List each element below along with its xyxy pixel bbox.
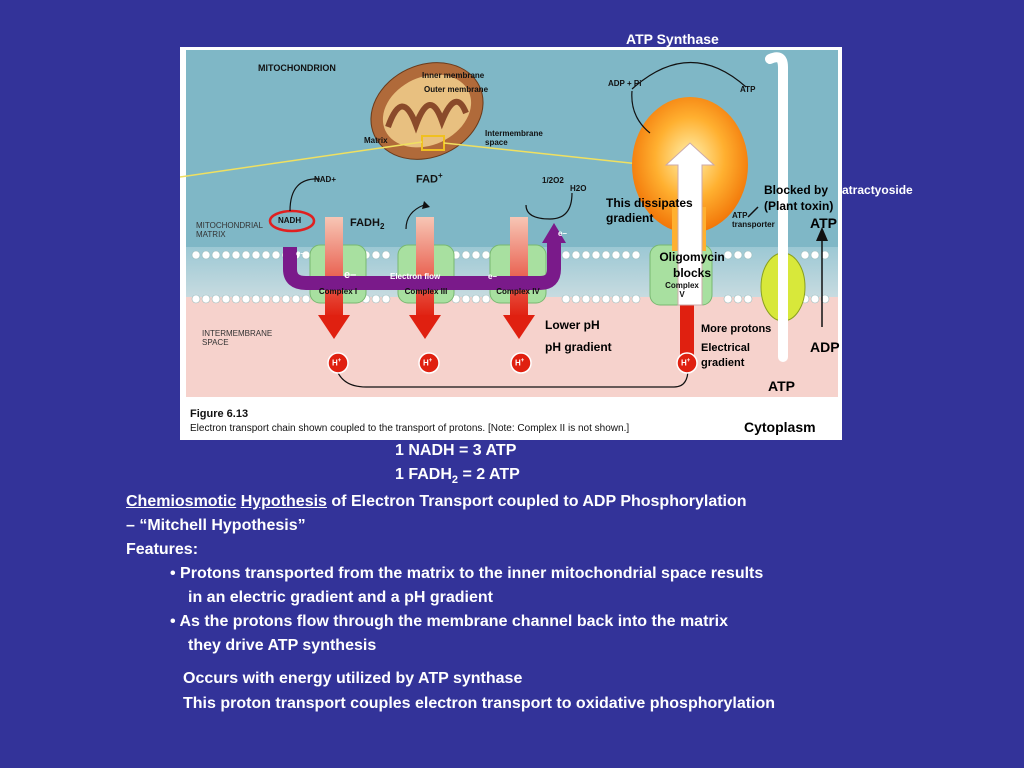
complex-4-label: Complex IV — [496, 287, 540, 296]
plant-toxin-label: (Plant toxin) — [764, 199, 834, 213]
nad-label: NAD+ — [314, 175, 337, 184]
electron-label-3: e– — [488, 272, 497, 281]
nadh-label: NADH — [278, 216, 302, 225]
caption-title: Figure 6.13 — [190, 408, 249, 420]
complex-1-proton-arrow — [318, 315, 350, 339]
bullet-2-line-2: they drive ATP synthesis — [188, 637, 377, 654]
atp-top-label: ATP — [740, 85, 756, 94]
proton-label-2: H+ — [423, 358, 433, 368]
inner-membrane-label: Inner membrane — [422, 71, 485, 80]
adp-pi-label: ADP + Pi — [608, 79, 642, 88]
intermembrane-region-label: INTERMEMBRANE SPACE — [202, 329, 273, 347]
atp-transporter-label: ATP transporter — [732, 211, 775, 229]
chemiosmotic-word: Chemiosmotic — [126, 493, 237, 510]
more-protons-label: More protons — [701, 323, 772, 335]
fad-label: FAD+ — [416, 171, 443, 186]
proton-label-3: H+ — [515, 358, 525, 368]
fadh2-equation: 1 FADH2 = 2 ATP — [395, 466, 520, 487]
note-2: This proton transport couples electron t… — [183, 695, 776, 712]
mitchell-hypothesis: – “Mitchell Hypothesis” — [126, 517, 306, 534]
bullet-1-line-2: in an electric gradient and a pH gradien… — [188, 589, 493, 606]
matrix-label: Matrix — [364, 136, 388, 145]
h2o-label: H2O — [570, 184, 587, 193]
adp-right-label: ADP — [810, 339, 840, 355]
atp-bottom-label: ATP — [768, 378, 795, 394]
complex-3-label: Complex III — [404, 287, 448, 296]
electron-flow-label: Electron flow — [390, 272, 441, 281]
proton-2 — [418, 352, 440, 374]
figure-illustration — [180, 50, 838, 437]
bullet-2-line-1: • As the protons flow through the membra… — [170, 613, 728, 630]
intermembrane-space-label: Intermembrane space — [485, 129, 543, 147]
cytoplasm-label: Cytoplasm — [744, 419, 816, 435]
electron-label-2: e– — [344, 269, 357, 281]
blocked-by-label: Blocked by — [764, 183, 829, 197]
proton-1 — [327, 352, 349, 374]
atp-right-label: ATP — [810, 215, 837, 231]
proton-channel-arrow — [664, 142, 716, 306]
complex-4-proton-arrow — [503, 315, 535, 339]
complex-5-label: Complex V — [665, 281, 699, 299]
electron-label-4: e– — [558, 229, 567, 238]
oligomycin-label: Oligomycin blocks — [659, 250, 725, 280]
outer-membrane-label: Outer membrane — [424, 85, 489, 94]
mitochondrion-title: MITOCHONDRION — [258, 63, 336, 73]
mitochondrial-matrix-label: MITOCHONDRIAL MATRIX — [196, 221, 263, 239]
complex-1-label: Complex I — [318, 287, 358, 296]
caption-text: Electron transport chain shown coupled t… — [190, 423, 630, 434]
lipid-heads — [191, 250, 830, 304]
electron-flow-arrow — [283, 239, 561, 290]
electron-transport-figure: MITOCHONDRION Inner membrane Outer membr… — [180, 47, 842, 440]
proton-3 — [510, 352, 532, 374]
atp-synthase-label: ATP Synthase — [626, 31, 719, 47]
proton-label-4: H+ — [681, 358, 691, 368]
complex-3-proton-arrow — [409, 315, 441, 339]
ph-gradient-label: pH gradient — [545, 340, 612, 354]
hypothesis-heading: Chemiosmotic Hypothesis of Electron Tran… — [126, 493, 747, 510]
atractyoside-label: atractyoside — [842, 183, 913, 197]
half-o2-label: 1/2O2 — [542, 176, 564, 185]
bullet-1-line-1: • Protons transported from the matrix to… — [170, 565, 764, 582]
fadh2-label: FADH2 — [350, 217, 385, 232]
hypothesis-word: Hypothesis — [240, 493, 327, 510]
nadh-equation: 1 NADH = 3 ATP — [395, 442, 517, 459]
note-1: Occurs with energy utilized by ATP synth… — [183, 670, 523, 687]
electrical-gradient-label: Electrical gradient — [701, 342, 750, 369]
nadh-circle — [268, 209, 316, 233]
proton-label-1: H+ — [332, 358, 342, 368]
lower-ph-label: Lower pH — [545, 318, 600, 332]
features-label: Features: — [126, 541, 199, 558]
dissipates-label: This dissipates gradient — [606, 196, 693, 225]
proton-4 — [676, 352, 698, 374]
electron-label-1: e– — [296, 249, 305, 258]
